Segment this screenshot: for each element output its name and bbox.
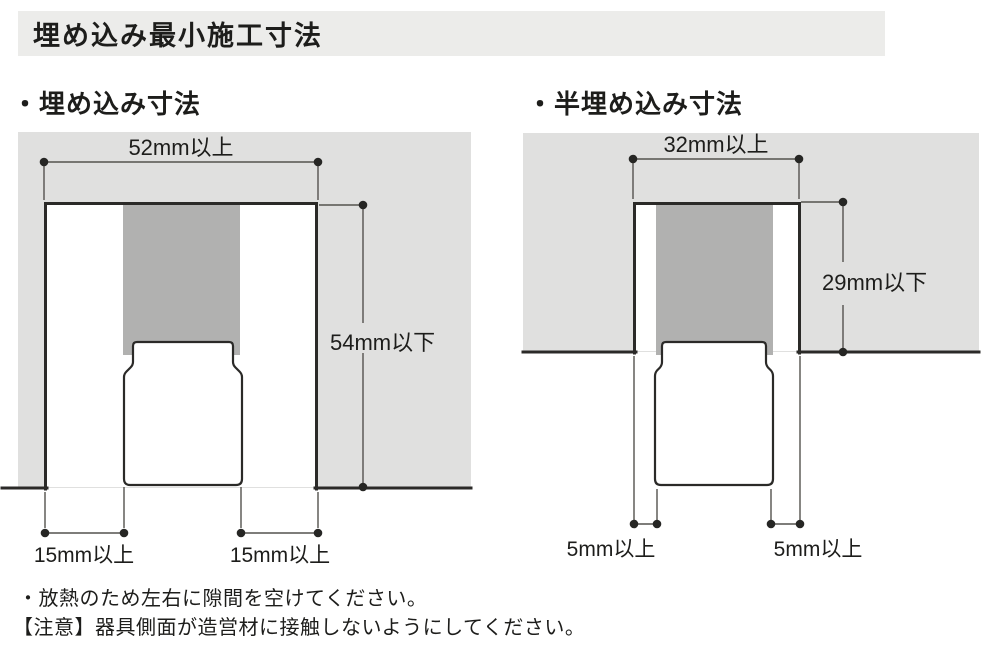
dimension-dot [795, 519, 805, 529]
dimension-dot [119, 528, 129, 538]
recess-cavity-outline [633, 202, 801, 355]
dimension-dot [838, 347, 848, 357]
diagram-recessed: 52mm以上 54mm以下 15mm以上 15mm以上 [0, 132, 473, 567]
dimension-dot [40, 528, 50, 538]
dimension-gap-right: 5mm以上 [766, 356, 863, 561]
dimension-dot [652, 519, 662, 529]
dimension-dot [628, 154, 638, 164]
note-heat: ・放熱のため左右に隙間を空けてください。 [18, 588, 428, 610]
dimension-dot [39, 157, 49, 167]
dimension-dot [358, 482, 368, 492]
dimension-dot [358, 200, 368, 210]
page-title: 埋め込み最小施工寸法 [33, 21, 323, 51]
dimension-gap-right: 15mm以上 [230, 487, 330, 567]
gap-right-label: 15mm以上 [230, 544, 330, 567]
dimension-dot [794, 154, 804, 164]
dimension-gap-left: 5mm以上 [567, 356, 662, 561]
dimension-dot [766, 519, 776, 529]
depth-label: 29mm以下 [822, 270, 927, 295]
dimension-dot [838, 197, 848, 207]
width-label: 52mm以上 [128, 135, 233, 160]
gap-right-label: 5mm以上 [774, 538, 863, 561]
fixture-body [653, 340, 775, 487]
dimension-gap-left: 15mm以上 [34, 487, 134, 567]
note-caution: 【注意】器具側面が造営材に接触しないようにしてください。 [13, 617, 586, 639]
recess-cavity-outline [44, 202, 318, 491]
page-title-bar: 埋め込み最小施工寸法 [18, 11, 885, 56]
dimension-width: 32mm以上 [628, 132, 804, 199]
subtitle-semi-recessed: ・半埋め込み寸法 [527, 89, 744, 119]
gap-left-label: 5mm以上 [567, 538, 656, 561]
dimension-dot [629, 519, 639, 529]
dimension-depth: 54mm以下 [319, 200, 435, 492]
gap-left-label: 15mm以上 [34, 544, 134, 567]
fixture-heatsink [123, 205, 240, 355]
dimension-dot [313, 157, 323, 167]
footer-notes: ・放熱のため左右に隙間を空けてください。 【注意】器具側面が造営材に接触しないよ… [13, 585, 585, 643]
subtitle-recessed: ・埋め込み寸法 [12, 89, 202, 119]
dimension-depth: 29mm以下 [801, 197, 927, 357]
diagram-semi-recessed: 32mm以上 29mm以下 5mm以上 5mm以上 [521, 132, 981, 561]
depth-label: 54mm以下 [330, 330, 435, 355]
fixture-heatsink [656, 205, 773, 355]
dimension-width: 52mm以上 [39, 135, 323, 200]
fixture-body [122, 340, 244, 487]
dimension-dot [313, 528, 323, 538]
dimension-dot [236, 528, 246, 538]
width-label: 32mm以上 [663, 132, 768, 157]
